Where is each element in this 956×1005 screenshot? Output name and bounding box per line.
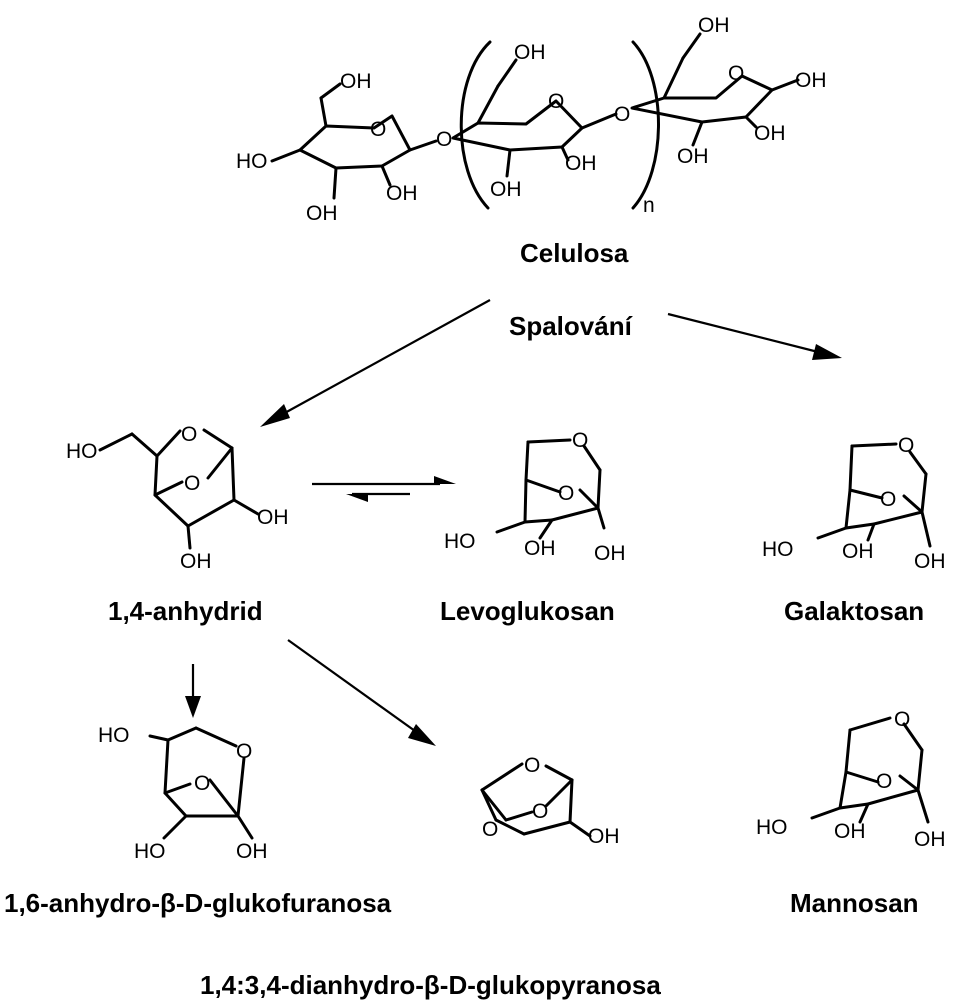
ring-oxygen: O bbox=[548, 90, 564, 113]
ring-oxygen: O bbox=[728, 62, 744, 85]
mannosan-structure: O O HO OH OH bbox=[756, 708, 946, 851]
label-levoglukosan: Levoglukosan bbox=[440, 596, 615, 626]
oh-label: OH bbox=[795, 69, 827, 92]
oh-label: OH bbox=[588, 825, 620, 848]
ho-label: HO bbox=[98, 724, 130, 747]
oh-label: OH bbox=[524, 537, 556, 560]
bridge-oxygen: O bbox=[194, 772, 210, 795]
arrows-anhydrid bbox=[185, 639, 436, 746]
bridge-oxygen: O bbox=[880, 488, 896, 511]
label-spalovani: Spalování bbox=[509, 311, 633, 341]
bridge-oxygen: O bbox=[524, 754, 540, 777]
oh-label: OH bbox=[754, 122, 786, 145]
bridge-oxygen: O bbox=[532, 800, 548, 823]
ho-label: HO bbox=[444, 530, 476, 553]
bridge-oxygen: O bbox=[558, 482, 574, 505]
bridge-oxygen: O bbox=[184, 472, 200, 495]
label-mannosan: Mannosan bbox=[790, 888, 919, 918]
bridge-oxygen: O bbox=[572, 429, 588, 452]
oh-label: OH bbox=[698, 14, 730, 37]
ho-label: HO bbox=[66, 440, 98, 463]
dianhydro-structure: O O O OH bbox=[480, 754, 620, 848]
oh-label: OH bbox=[257, 506, 289, 529]
ho-label: HO bbox=[756, 816, 788, 839]
label-celulosa: Celulosa bbox=[520, 238, 629, 268]
bridge-oxygen: O bbox=[898, 434, 914, 457]
equilibrium-arrows bbox=[312, 476, 456, 502]
bridge-oxygen: O bbox=[894, 708, 910, 731]
arrows-combustion bbox=[260, 299, 842, 427]
label-anhydrid: 1,4-anhydrid bbox=[108, 596, 263, 626]
levoglukosan-structure: O O HO OH OH bbox=[444, 429, 626, 565]
cellulose-structure: OH O HO OH OH O n OH O OH OH O OH O OH O… bbox=[236, 14, 827, 225]
ho-label: HO bbox=[236, 150, 268, 173]
label-dianhydro: 1,4:3,4-dianhydro-β-D-glukopyranosa bbox=[200, 970, 661, 1000]
oh-label: OH bbox=[180, 550, 212, 573]
oh-label: OH bbox=[340, 70, 372, 93]
label-galaktosan: Galaktosan bbox=[784, 596, 924, 626]
galaktosan-structure: O O HO OH OH bbox=[762, 434, 946, 573]
ho-label: HO bbox=[134, 840, 166, 863]
ho-label: HO bbox=[762, 538, 794, 561]
oh-label: OH bbox=[842, 540, 874, 563]
anhydrid-structure: HO O O OH OH bbox=[66, 423, 289, 573]
repeat-index: n bbox=[643, 194, 655, 217]
oh-label: OH bbox=[834, 820, 866, 843]
oh-label: OH bbox=[914, 828, 946, 851]
bridge-oxygen: O bbox=[482, 818, 498, 841]
oh-label: OH bbox=[490, 178, 522, 201]
ring-oxygen: O bbox=[370, 118, 386, 141]
glycosidic-oxygen: O bbox=[614, 103, 630, 126]
label-glukofuranosa: 1,6-anhydro-β-D-glukofuranosa bbox=[4, 888, 392, 918]
bridge-oxygen: O bbox=[181, 423, 197, 446]
glukofuranosa-structure: HO O O HO OH bbox=[98, 724, 268, 863]
oh-label: OH bbox=[677, 145, 709, 168]
oh-label: OH bbox=[514, 41, 546, 64]
oh-label: OH bbox=[914, 550, 946, 573]
oh-label: OH bbox=[386, 182, 418, 205]
bridge-oxygen: O bbox=[236, 740, 252, 763]
bridge-oxygen: O bbox=[876, 770, 892, 793]
glycosidic-oxygen: O bbox=[436, 128, 452, 151]
oh-label: OH bbox=[565, 152, 597, 175]
oh-label: OH bbox=[306, 202, 338, 225]
oh-label: OH bbox=[594, 542, 626, 565]
oh-label: OH bbox=[236, 840, 268, 863]
